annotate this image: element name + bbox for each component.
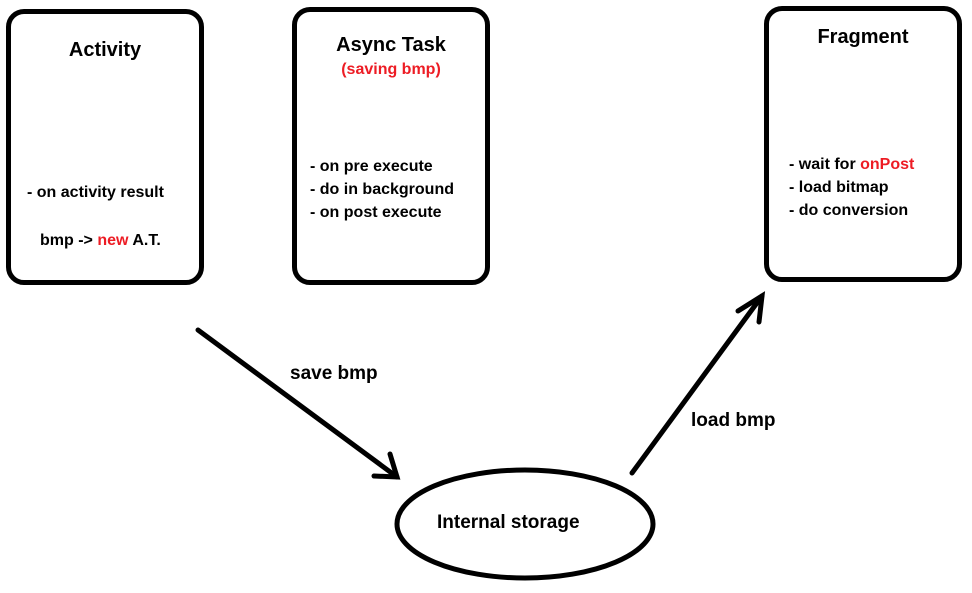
save-bmp-label: save bmp [290,363,378,384]
save-bmp-arrow [195,327,401,480]
activity-box: Activity - on activity result bmp -> new… [6,9,204,285]
activity-title: Activity [68,39,142,61]
internal-storage-label: Internal storage [437,512,580,533]
bmp-line-prefix: bmp -> [40,232,98,249]
async-task-title: Async Task [336,34,446,56]
async-line-on-pre-execute: - on pre execute [310,158,433,175]
async-task-box: Async Task (saving bmp) - on pre execute… [292,7,490,285]
activity-line-on-activity-result: - on activity result [27,184,164,201]
fragment-title: Fragment [817,26,909,48]
wait-line-prefix: - wait for [789,156,861,173]
bmp-line-new-highlight: new [97,232,129,249]
save-arrow-head [371,451,401,480]
load-arrow-head [735,291,766,325]
wait-line-onpost-highlight: onPost [860,156,915,173]
fragment-box: Fragment - wait for onPost - load bitmap… [764,6,962,282]
load-bmp-label: load bmp [691,410,776,431]
fragment-wait-line: - wait for onPost [789,156,914,174]
load-arrow-shaft [629,293,765,476]
internal-storage-ellipse [394,467,656,581]
load-bmp-arrow [629,291,766,476]
fragment-line-load-bitmap: - load bitmap [789,179,889,196]
fragment-line-do-conversion: - do conversion [789,202,909,219]
activity-bmp-line: bmp -> new A.T. [40,232,161,250]
bmp-line-suffix: A.T. [128,232,161,249]
async-line-do-in-background: - do in background [310,181,454,198]
save-arrow-shaft [195,327,400,480]
async-line-on-post-execute: - on post execute [310,204,442,221]
async-task-subtitle: (saving bmp) [341,61,441,78]
